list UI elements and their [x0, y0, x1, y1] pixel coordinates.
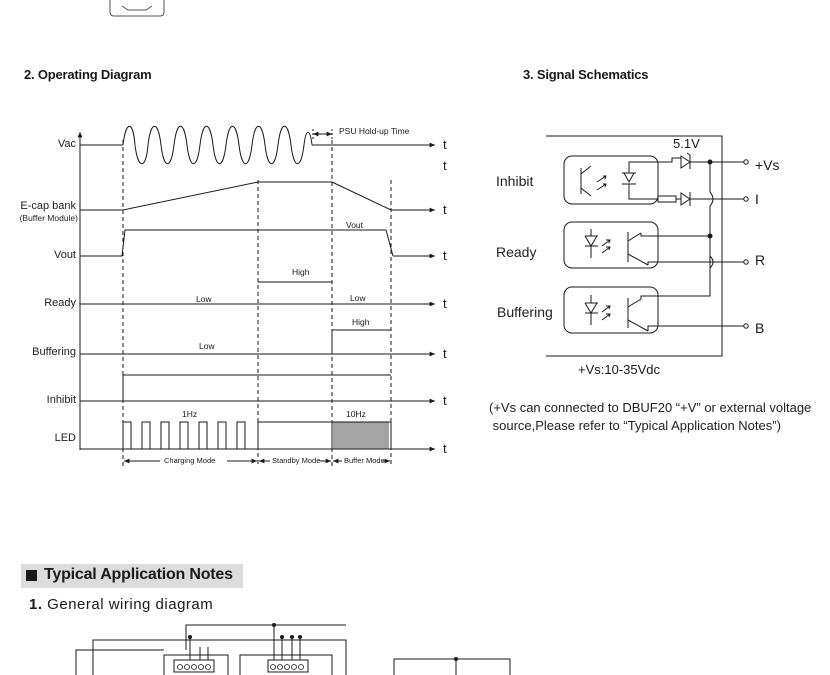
row-label-ecap-sub: (Buffer Module) [19, 213, 78, 223]
ecap-trace [80, 181, 392, 211]
t-axis-label: t [443, 137, 447, 152]
led-10hz-fill [333, 422, 389, 449]
ready-low-label: Low [196, 294, 212, 304]
buffering-low-label: Low [199, 341, 215, 351]
supply-range-label: +Vs:10-35Vdc [578, 362, 661, 377]
t-axis-label: t [443, 393, 447, 408]
wiring-number: 1. [29, 596, 43, 613]
led-standby-on [257, 421, 333, 449]
ready-low-label: Low [350, 293, 366, 303]
t-axis-label: t [443, 158, 447, 173]
row-label-ecap: E-cap bank [20, 200, 76, 212]
t-axis-label: t [443, 296, 447, 311]
vac-waveform [122, 125, 313, 165]
led-10hz-label: 10Hz [346, 409, 366, 419]
schematic-junctions [707, 159, 713, 239]
buffering-high-segment [331, 329, 391, 354]
psu-holdup-label: PSU Hold-up Time [339, 126, 410, 136]
led-1hz-label: 1Hz [182, 409, 198, 419]
terminal-dots [743, 159, 749, 329]
wiring-text: General wiring diagram [42, 596, 214, 613]
schematic-note-line-1: (+Vs can connected to DBUF20 “+V” or ext… [489, 400, 812, 415]
buffering-high-label: High [352, 317, 370, 327]
t-axis-label: t [443, 248, 447, 263]
row-label-vout: Vout [53, 249, 76, 261]
buffer-mode-label: Buffer Mode [344, 456, 385, 465]
standby-mode-label: Standby Mode [272, 456, 321, 465]
zener-voltage-label: 5.1V [673, 136, 700, 151]
schematic-note-line-2: source,Please refer to “Typical Applicat… [489, 418, 781, 433]
connector-icon [109, 0, 165, 17]
t-axis-label: t [443, 202, 447, 217]
schematic-label-inhibit: Inhibit [496, 173, 534, 189]
row-label-buffering: Buffering [32, 346, 76, 358]
buffering-optocoupler [563, 286, 659, 334]
ready-high-label: High [292, 267, 310, 277]
vout-trace [80, 229, 394, 257]
operating-diagram-title: 2. Operating Diagram [24, 67, 152, 82]
t-axis-label: t [443, 346, 447, 361]
schematic-drawing [546, 135, 744, 357]
wiring-diagram-title: 1. General wiring diagram [29, 596, 213, 613]
inhibit-high-segment [122, 374, 391, 401]
terminal-vs-label: +Vs [755, 157, 780, 173]
row-label-inhibit: Inhibit [46, 394, 76, 406]
inhibit-optocoupler [563, 155, 659, 205]
terminal-i-label: I [755, 191, 759, 207]
application-notes-banner: Typical Application Notes [21, 564, 243, 588]
vout-level-label: Vout [346, 220, 364, 230]
terminal-b-label: B [755, 320, 765, 336]
row-label-ready: Ready [44, 297, 76, 309]
phase-dividers [122, 140, 392, 466]
schematic-label-ready: Ready [496, 244, 537, 260]
bullet-square-icon [26, 570, 37, 581]
row-label-led: LED [54, 432, 76, 444]
ready-optocoupler [563, 221, 659, 269]
schematic-label-buffering: Buffering [497, 304, 553, 320]
led-1hz-pulses [122, 421, 246, 450]
row-label-vac: Vac [57, 138, 76, 150]
t-axis-label: t [443, 441, 447, 456]
wiring-diagram [75, 624, 511, 675]
signal-schematics-title: 3. Signal Schematics [523, 67, 649, 82]
charging-mode-label: Charging Mode [164, 456, 216, 465]
terminal-r-label: R [755, 252, 766, 268]
application-notes-heading: Typical Application Notes [44, 566, 233, 583]
